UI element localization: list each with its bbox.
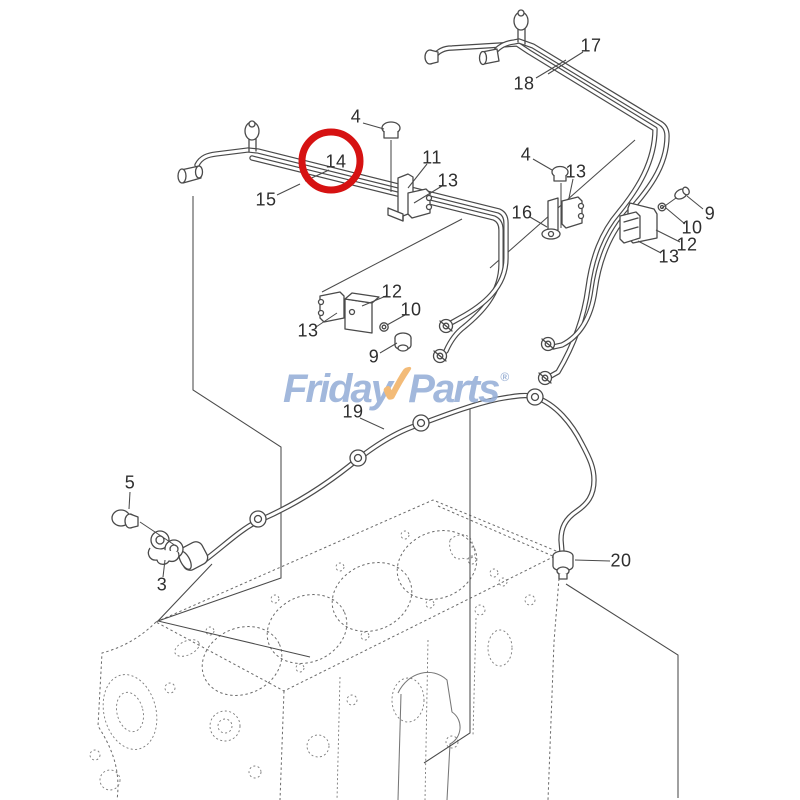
part-callout-14: 14 xyxy=(325,151,347,172)
injection-pipe-group-right xyxy=(424,9,670,386)
bracket-12-center xyxy=(344,292,380,334)
injection-pipe-group-left xyxy=(177,120,509,364)
bolt-5 xyxy=(111,509,177,547)
bushing xyxy=(177,541,209,571)
injector-nut xyxy=(432,318,454,364)
part-callout-3: 3 xyxy=(156,574,168,595)
part-callout-12: 12 xyxy=(676,234,698,255)
highlight-circle xyxy=(298,128,364,194)
part-callout-11: 11 xyxy=(422,147,442,168)
part-callout-5: 5 xyxy=(124,472,136,493)
bracket-16 xyxy=(541,197,561,240)
part-callout-13: 13 xyxy=(658,246,680,267)
part-callout-13: 13 xyxy=(297,320,319,341)
clamp-13-right xyxy=(561,196,585,229)
pipe-clip xyxy=(513,9,529,45)
part-callout-19: 19 xyxy=(342,401,364,422)
nut-9-center xyxy=(394,332,412,352)
part-callout-18: 18 xyxy=(513,73,535,94)
part-callout-9: 9 xyxy=(704,203,716,224)
part-callout-12: 12 xyxy=(381,281,403,302)
part-callout-17: 17 xyxy=(580,35,602,56)
engine-block xyxy=(89,499,563,800)
part-callout-9: 9 xyxy=(368,346,380,367)
part-callout-15: 15 xyxy=(255,189,277,210)
part-callout-4: 4 xyxy=(350,106,362,127)
washer-10-right xyxy=(657,202,667,212)
part-callout-4: 4 xyxy=(520,144,532,165)
part-callout-13: 13 xyxy=(437,170,459,191)
screw-9-right xyxy=(661,186,690,209)
washer-10-center xyxy=(379,322,389,332)
flare-nut xyxy=(177,165,204,184)
part-callout-13: 13 xyxy=(565,161,587,182)
flare-nut xyxy=(424,48,500,66)
bolt-4-right xyxy=(551,165,569,228)
part-callout-20: 20 xyxy=(610,550,632,571)
clamp-12-right xyxy=(619,202,658,244)
pipe-clip xyxy=(244,120,260,153)
bolt-4-top xyxy=(381,121,401,192)
part-callout-10: 10 xyxy=(681,217,703,238)
part-callout-10: 10 xyxy=(400,299,422,320)
fitting-20 xyxy=(552,550,574,580)
pipe-eyelet xyxy=(249,388,544,528)
reference-lines xyxy=(156,139,679,798)
clamp-3 xyxy=(147,530,184,565)
leakoff-pipe-19 xyxy=(177,388,597,580)
injector-nut xyxy=(537,336,556,386)
part-callout-16: 16 xyxy=(511,202,533,223)
clamp-13-center xyxy=(317,291,345,323)
